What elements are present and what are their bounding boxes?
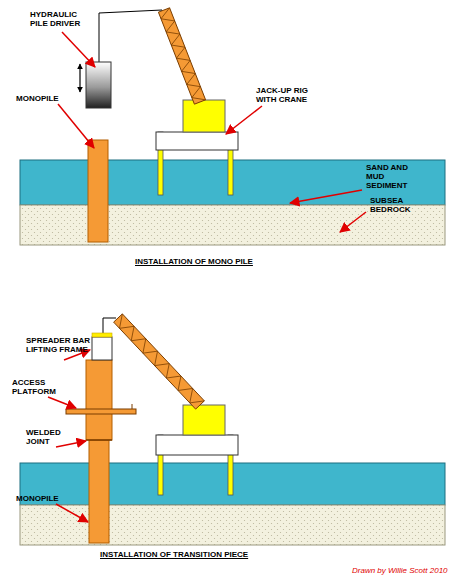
panel-caption: INSTALLATION OF TRANSITION PIECE xyxy=(100,550,248,559)
part-label: SAND AND MUD SEDIMENT xyxy=(366,163,414,191)
crane-boom xyxy=(114,314,205,409)
hoist-line xyxy=(103,318,104,333)
monopile xyxy=(89,440,109,543)
part-label: HYDRAULIC PILE DRIVER xyxy=(30,10,92,28)
access-platform xyxy=(66,409,136,414)
leader-line xyxy=(340,212,366,232)
motion-arrow xyxy=(79,64,80,92)
boom-lattice xyxy=(119,314,204,403)
monopile xyxy=(88,140,108,242)
part-label: SUBSEA BEDROCK xyxy=(370,196,420,214)
boom-lattice xyxy=(161,8,206,100)
rig-deck xyxy=(156,132,238,150)
leader-line xyxy=(56,441,86,447)
boom-outline xyxy=(158,8,205,104)
hoist-line xyxy=(99,10,162,13)
part-label: MONOPILE xyxy=(16,494,59,503)
platform-rail xyxy=(132,404,133,409)
crane-base xyxy=(183,405,225,435)
spreader-frame xyxy=(92,337,112,360)
pile-driver xyxy=(86,62,111,108)
part-label: SPREADER BAR LIFTING FRAME xyxy=(26,336,90,354)
bedrock-band xyxy=(20,505,445,545)
welded-joint xyxy=(86,439,112,441)
spreader-bar xyxy=(92,333,112,337)
hoist-line xyxy=(99,13,100,62)
panel-caption: INSTALLATION OF MONO PILE xyxy=(135,257,253,266)
crane-boom xyxy=(158,8,205,104)
author-credit: Drawn by Willie Scott 2010 xyxy=(352,566,448,575)
leader-line xyxy=(48,397,76,408)
bottom-panel xyxy=(20,314,445,545)
rig-deck xyxy=(156,435,238,455)
leader-line xyxy=(58,104,94,148)
top-panel xyxy=(20,8,445,245)
transition-piece xyxy=(86,360,112,440)
leader-line xyxy=(62,32,95,67)
part-label: JACK-UP RIG WITH CRANE xyxy=(256,86,324,104)
boom-outline xyxy=(114,314,205,409)
hoist-line xyxy=(103,318,116,319)
crane-base xyxy=(183,100,225,132)
part-label: MONOPILE xyxy=(16,94,59,103)
part-label: ACCESS PLATFORM xyxy=(12,378,64,396)
part-label: WELDED JOINT xyxy=(26,428,66,446)
leader-line xyxy=(226,106,262,134)
leader-line xyxy=(290,190,362,203)
leader-line xyxy=(56,504,88,522)
